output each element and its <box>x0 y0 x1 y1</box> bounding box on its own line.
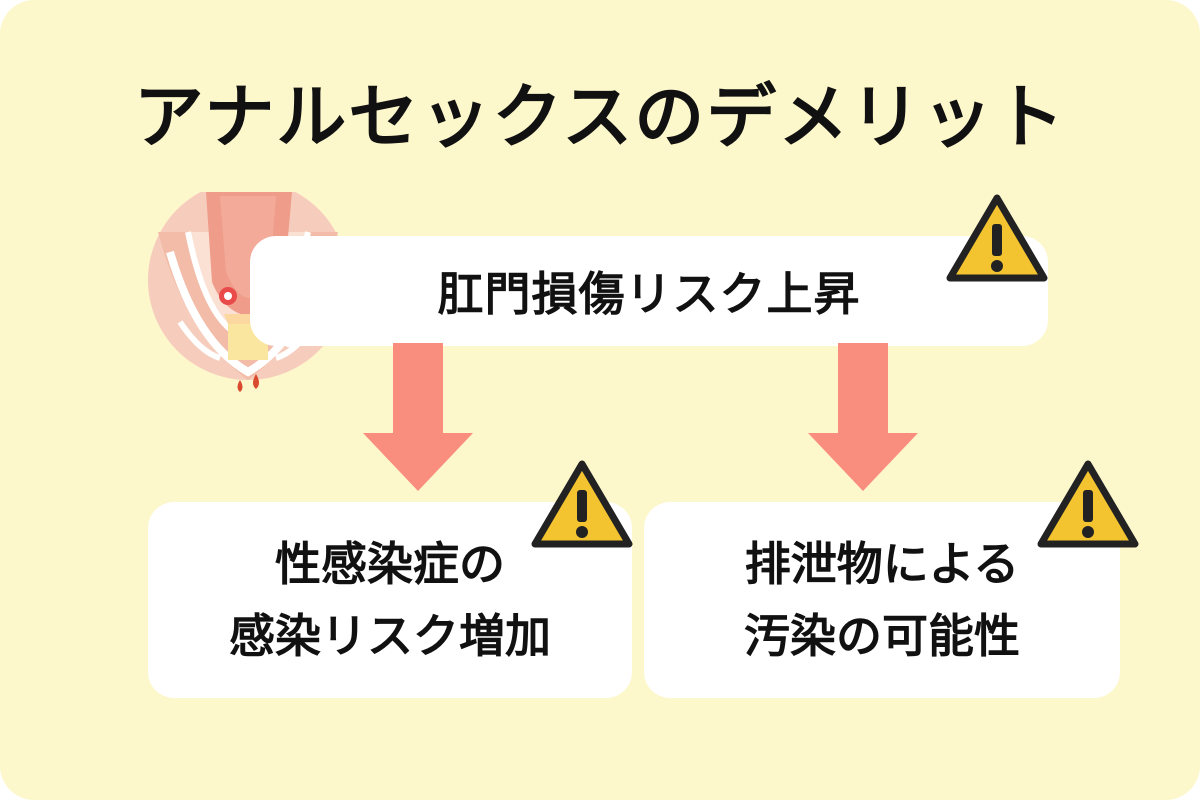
warning-icon <box>1037 460 1139 548</box>
main-risk-text: 肛門損傷リスク上昇 <box>437 267 861 321</box>
warning-icon <box>531 460 633 548</box>
page-title: アナルセックスのデメリット <box>133 76 1067 158</box>
contamination-box: 排泄物による 汚染の可能性 <box>644 502 1120 698</box>
warning-icon <box>946 194 1048 282</box>
std-risk-line1: 性感染症の <box>275 537 505 591</box>
contamination-line1: 排泄物による <box>744 537 1020 591</box>
std-risk-line2: 感染リスク増加 <box>229 609 551 663</box>
main-risk-box: 肛門損傷リスク上昇 <box>250 236 1048 346</box>
std-risk-box: 性感染症の 感染リスク増加 <box>148 502 632 698</box>
arrow-down-icon <box>363 343 473 491</box>
contamination-line2: 汚染の可能性 <box>744 609 1020 663</box>
arrow-down-icon <box>808 343 918 491</box>
